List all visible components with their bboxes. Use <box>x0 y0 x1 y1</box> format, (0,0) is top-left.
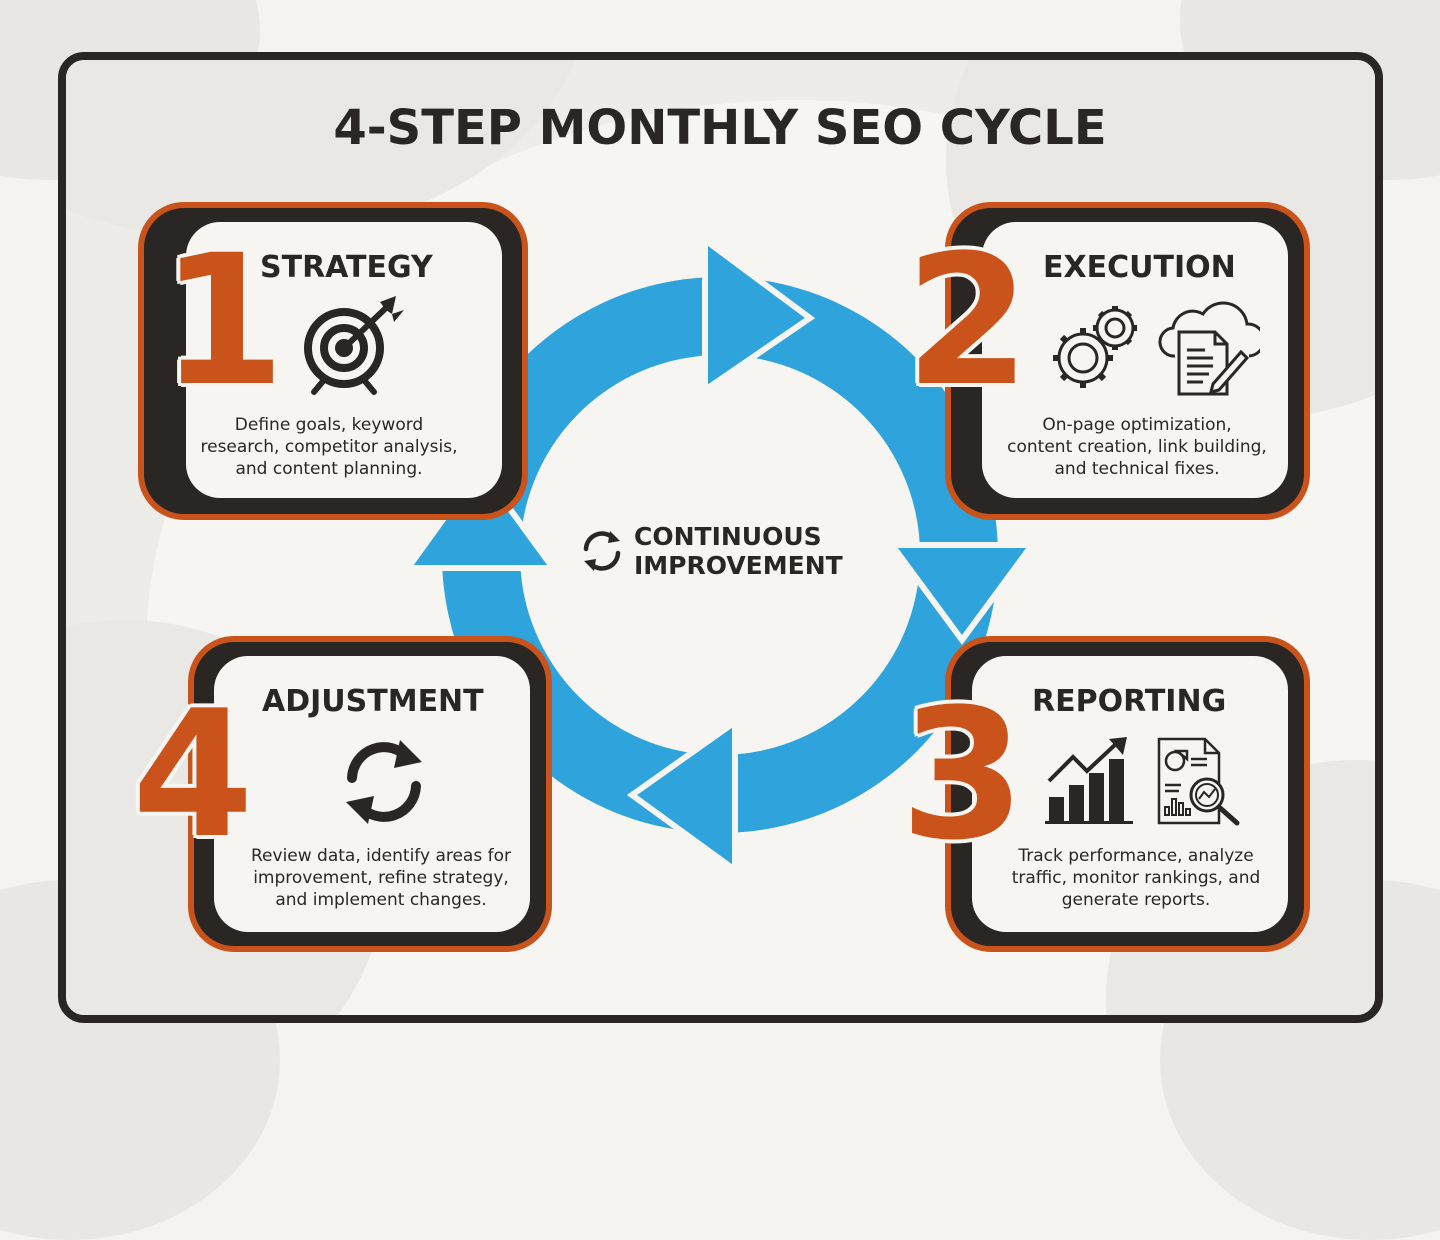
center-text-line2: IMPROVEMENT <box>634 551 843 580</box>
page-title: 4-STEP MONTHLY SEO CYCLE <box>333 100 1107 156</box>
target-arrow-icon <box>304 296 404 395</box>
refresh-cycle-icon <box>346 740 422 824</box>
step-number: 1 <box>160 217 286 426</box>
center-text-line1: CONTINUOUS <box>634 522 822 551</box>
center-label: CONTINUOUS IMPROVEMENT <box>578 522 843 580</box>
report-magnifier-icon <box>1157 737 1240 826</box>
card-panel <box>186 222 502 498</box>
cycle-arrows <box>408 240 1032 870</box>
step-title: ADJUSTMENT <box>262 684 484 719</box>
gears-icon <box>1053 306 1137 388</box>
step-number: 3 <box>900 671 1026 880</box>
growth-bar-chart-icon <box>1045 737 1133 824</box>
step-description: On-page optimization, content creation, … <box>1007 415 1267 479</box>
refresh-cycle-icon <box>583 531 621 571</box>
step-description: Define goals, keyword research, competit… <box>200 415 458 479</box>
step-title: REPORTING <box>1032 684 1227 719</box>
step-title: STRATEGY <box>260 250 433 285</box>
step-number: 2 <box>905 217 1031 426</box>
step-description: Track performance, analyze traffic, moni… <box>1011 846 1261 910</box>
step-title: EXECUTION <box>1043 250 1236 285</box>
step-number: 4 <box>132 674 254 877</box>
card-panel <box>972 656 1288 932</box>
step-description: Review data, identify areas for improvem… <box>251 846 511 910</box>
cloud-document-edit-icon <box>1158 301 1260 396</box>
card-panel <box>214 656 530 932</box>
